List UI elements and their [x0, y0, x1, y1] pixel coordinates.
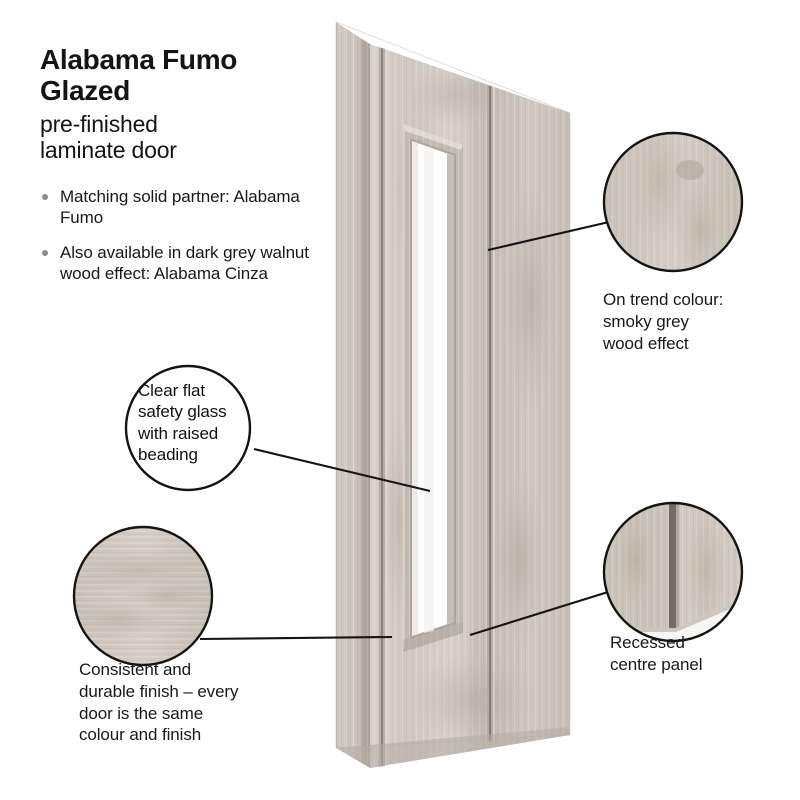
glazed-vision-panel	[403, 124, 463, 652]
door-body	[335, 21, 571, 768]
title-line-1: Alabama Fumo	[40, 44, 238, 75]
callout-caption-finish: Consistent and durable finish – every do…	[79, 660, 239, 745]
list-item: Also available in dark grey walnut wood …	[40, 242, 330, 285]
door-face	[370, 44, 570, 768]
feature-text: Matching solid partner: Alabama Fumo	[60, 187, 300, 228]
door-side-edge	[336, 22, 370, 768]
subtitle-line-2: laminate door	[40, 137, 177, 164]
leader-lines	[199, 220, 610, 641]
title-line-2: Glazed	[40, 75, 131, 107]
callout-circle-glass	[124, 364, 252, 492]
feature-list: Matching solid partner: Alabama Fumo Als…	[40, 186, 330, 285]
leader-line-finish	[199, 635, 393, 641]
list-item: Matching solid partner: Alabama Fumo	[40, 186, 330, 229]
bullet-dot-icon	[42, 249, 48, 256]
callout-caption-colour: On trend colour: smoky grey wood effect	[603, 290, 724, 353]
callout-circle-recessed	[602, 501, 744, 643]
feature-text: Also available in dark grey walnut wood …	[60, 242, 309, 284]
bullet-dot-icon	[42, 194, 48, 201]
leader-line-recessed	[469, 590, 609, 637]
callout-caption-glass: Clear flat safety glass with raised bead…	[138, 381, 227, 465]
leader-line-glass	[253, 447, 431, 493]
door-groove-lines	[379, 47, 495, 767]
callout-circle-colour	[602, 131, 744, 273]
leader-line-colour	[487, 220, 610, 252]
callout-circle-finish	[72, 525, 214, 667]
subtitle-line-1: pre-finished	[40, 110, 158, 137]
callout-caption-recessed: Recessed centre panel	[610, 633, 703, 674]
